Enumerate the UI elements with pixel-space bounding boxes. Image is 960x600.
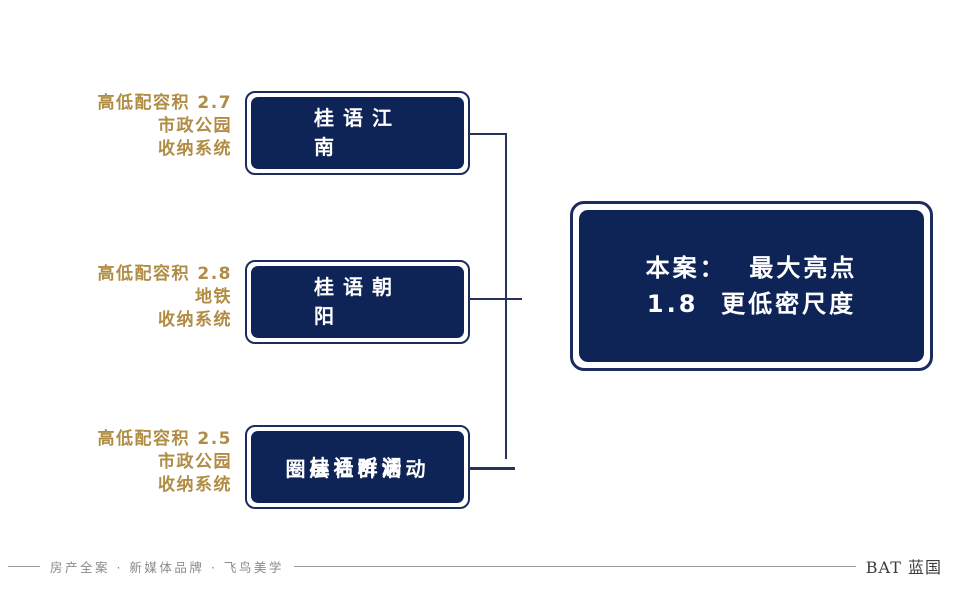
footer-left-rule xyxy=(8,565,40,567)
highlight-text: 本案： 最大亮点 1.8 更低密尺度 xyxy=(645,254,858,318)
row3-overlay-front-text: 桂语听澜 xyxy=(309,454,406,479)
footer-right-rule xyxy=(293,565,856,567)
footer-tagline: 房产全案 · 新媒体品牌 · 飞鸟美学 xyxy=(50,559,284,575)
row1-project-box: 桂语江 南 xyxy=(245,91,470,175)
connector-row2-line xyxy=(469,298,522,300)
row1-project-box-fill: 桂语江 南 xyxy=(251,97,464,169)
row2-project-name: 桂语朝 阳 xyxy=(314,275,401,328)
row3-project-box-fill: 圈层社群活动 桂语听澜 xyxy=(251,431,464,503)
connector-vertical-line xyxy=(505,134,507,459)
highlight-box: 本案： 最大亮点 1.8 更低密尺度 xyxy=(570,201,933,371)
row3-label: 高低配容积 2.5 市政公园 收纳系统 xyxy=(97,429,232,495)
highlight-box-fill: 本案： 最大亮点 1.8 更低密尺度 xyxy=(579,210,924,362)
row2-project-box: 桂语朝 阳 xyxy=(245,260,470,344)
connector-row1-line xyxy=(469,133,507,135)
row1-project-name: 桂语江 南 xyxy=(314,106,401,159)
row3-project-box: 圈层社群活动 桂语听澜 xyxy=(245,425,470,509)
row3-overlay-back-text: 圈层社群活动 xyxy=(285,456,430,481)
connector-row3-line xyxy=(469,467,515,470)
row1-label: 高低配容积 2.7 市政公园 收纳系统 xyxy=(97,93,232,159)
footer-logo: BAT 蓝国 xyxy=(865,558,942,577)
footer: 房产全案 · 新媒体品牌 · 飞鸟美学 BAT 蓝国 xyxy=(0,556,960,577)
row2-label: 高低配容积 2.8 地铁 收纳系统 xyxy=(97,264,232,330)
row2-project-box-fill: 桂语朝 阳 xyxy=(251,266,464,338)
